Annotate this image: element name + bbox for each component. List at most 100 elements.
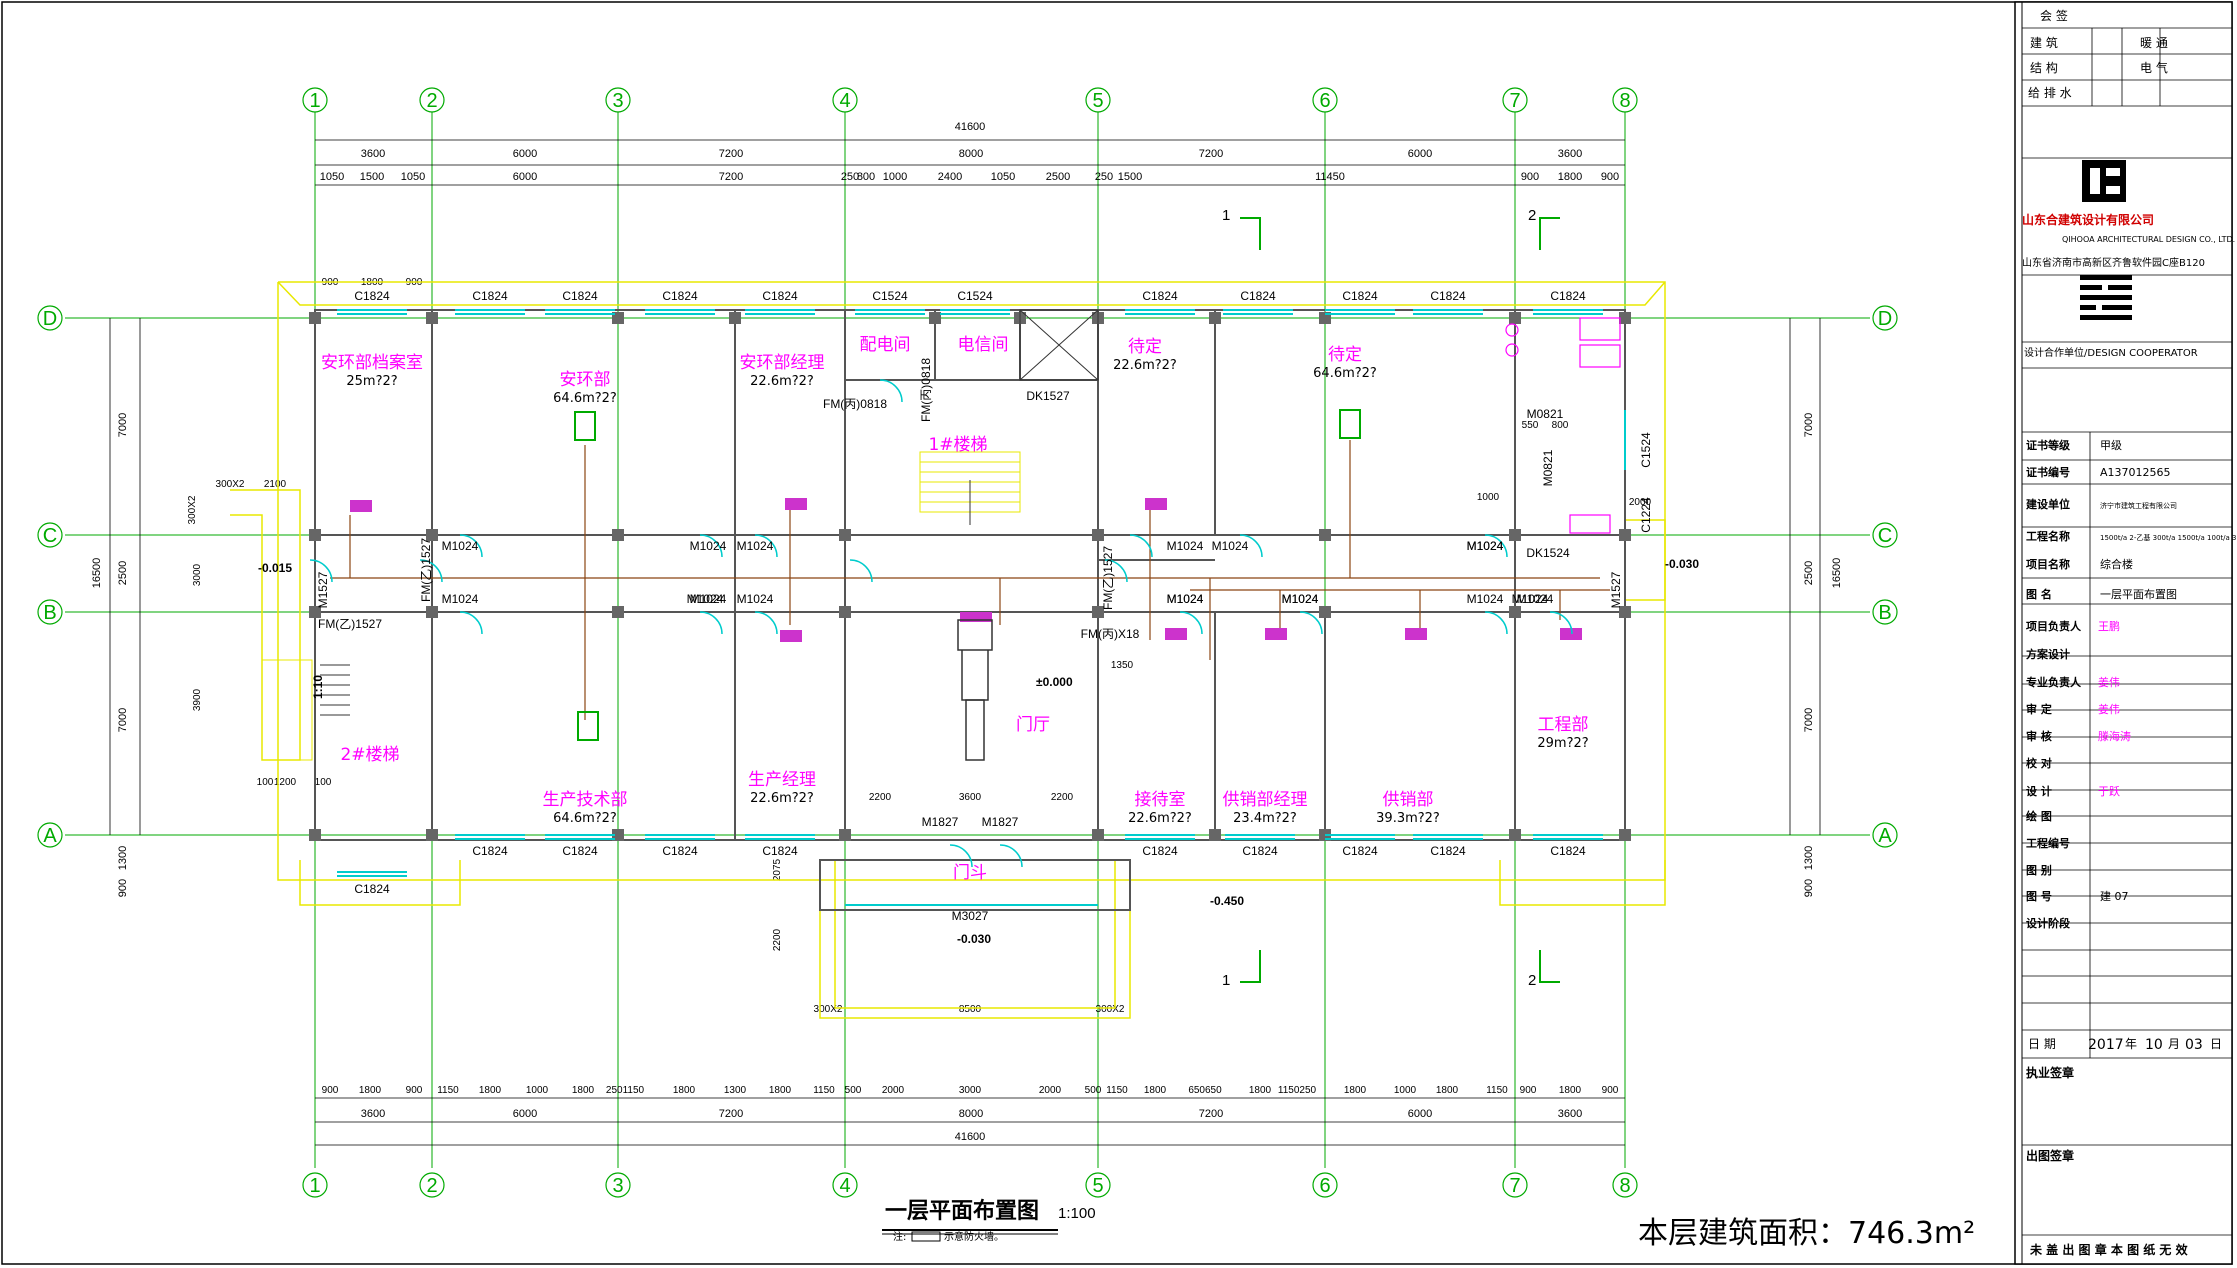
dim-top-total: 41600 — [955, 121, 986, 133]
dim-top-sub: 800 — [857, 171, 875, 183]
room-name: 生产技术部 — [543, 790, 628, 810]
door-swing — [699, 611, 723, 635]
window-label: C1824 — [1430, 844, 1466, 858]
grid-row-label: D — [43, 308, 57, 330]
dim-bottom-sub: 1800 — [769, 1085, 792, 1096]
grid-bubble — [605, 1172, 631, 1198]
window-label: C1824 — [1550, 844, 1586, 858]
grid-bubble — [1872, 305, 1898, 331]
tb-field-label: 图 别 — [2026, 863, 2052, 877]
column — [1619, 312, 1631, 324]
tb-field-value: 甲级 — [2100, 439, 2122, 452]
dim-right-side: 900 — [1803, 879, 1815, 897]
door-label: M0821 — [1527, 407, 1564, 421]
structural-columns — [309, 312, 1631, 841]
door-label: M1024 — [737, 592, 774, 606]
room-area: 22.6m?2? — [1128, 811, 1192, 826]
window-label: C1824 — [472, 844, 508, 858]
dim-misc: 3000 — [192, 563, 203, 586]
pipe-lines — [330, 440, 1610, 720]
door-label: C1224 — [1639, 497, 1653, 533]
dim-misc: 1000 — [1477, 492, 1500, 503]
window-label: C1824 — [662, 289, 698, 303]
tb-field-value: 滕海涛 — [2098, 729, 2131, 743]
dim-bottom-sub: 900 — [1520, 1085, 1537, 1096]
dim-top-sub: 6000 — [513, 171, 537, 183]
tb-field-label: 方案设计 — [2026, 647, 2070, 661]
window-label: C1524 — [872, 289, 908, 303]
tb-date-day: 03 — [2185, 1037, 2203, 1053]
column — [839, 606, 851, 618]
room-area: 64.6m?2? — [1313, 366, 1377, 381]
window-label: C1824 — [1342, 289, 1378, 303]
tb-field-label: 校 对 — [2026, 756, 2052, 770]
door-label: FM(丙)0818 — [823, 397, 887, 411]
door-swing — [1484, 534, 1508, 558]
door-label: FM(丙)0818 — [919, 358, 933, 422]
dim-right-side: 7000 — [1803, 708, 1815, 732]
tb-field-label: 图 名 — [2026, 587, 2052, 601]
tb-field-label: 工程名称 — [2026, 529, 2070, 543]
tb-field-label: 专业负责人 — [2026, 675, 2082, 689]
grid-column-label: 6 — [1319, 90, 1330, 112]
drawing-scale: 1:100 — [1058, 1205, 1096, 1222]
dim-left-side: 16500 — [91, 558, 103, 589]
tb-company-en: QIHOOA ARCHITECTURAL DESIGN CO., LTD. — [2062, 235, 2235, 244]
dim-top-sub: 1050 — [320, 171, 344, 183]
dim-bottom-sub: 900 — [322, 1085, 339, 1096]
dim-entrance: 2075 — [772, 858, 783, 881]
column — [612, 529, 624, 541]
door-swing — [999, 844, 1023, 868]
window-label: C1824 — [762, 289, 798, 303]
drawing-note-prefix: 注: — [893, 1230, 906, 1243]
door-label: M1024 — [1467, 592, 1504, 606]
room-name: 工程部 — [1538, 715, 1589, 735]
tb-seal-label: 执业签章 — [2026, 1065, 2074, 1080]
door-label: DK1527 — [1026, 389, 1070, 403]
column — [309, 606, 321, 618]
grid-column-label: 8 — [1619, 1175, 1630, 1197]
level-label: ±0.000 — [1036, 675, 1073, 689]
dim-bottom-bay: 6000 — [513, 1108, 537, 1120]
grid-column-label: 4 — [839, 1175, 850, 1197]
dim-bottom-sub: 500 — [845, 1085, 862, 1096]
dim-bottom-sub: 1300 — [724, 1085, 747, 1096]
dim-bottom-sub: 1000 — [526, 1085, 549, 1096]
door-swing — [1239, 534, 1263, 558]
dim-top-bay: 3600 — [1558, 148, 1582, 160]
room-name: 门斗 — [953, 863, 987, 883]
door-label: M1024 — [1517, 592, 1554, 606]
section-marker-label: 2 — [1528, 972, 1536, 989]
dim-top-sub: 1050 — [991, 171, 1015, 183]
floor-area-label: 本层建筑面积：746.3m² — [1638, 1216, 1975, 1251]
room-name: 生产经理 — [748, 770, 816, 790]
column — [1319, 606, 1331, 618]
tb-disc-elec: 电 气 — [2140, 60, 2168, 75]
dim-misc: 2000 — [1629, 497, 1652, 508]
room-name: 电信间 — [958, 335, 1009, 355]
door-label: M1024 — [690, 592, 727, 606]
window-label: C1824 — [354, 882, 390, 896]
room-name: 接待室 — [1135, 790, 1186, 810]
dim-bottom-sub: 1800 — [673, 1085, 696, 1096]
grid-bubble — [37, 599, 63, 625]
dimension-lines — [109, 139, 1821, 1146]
dim-bottom-sub: 2000 — [1039, 1085, 1062, 1096]
grid-bubble — [419, 1172, 445, 1198]
column — [1209, 829, 1221, 841]
window-label: C1824 — [1240, 289, 1276, 303]
door-label: M1024 — [690, 539, 727, 553]
door-label: M1024 — [1282, 592, 1319, 606]
window-label: C1824 — [1142, 844, 1178, 858]
tb-field-value: 姜伟 — [2098, 702, 2120, 716]
tb-footer: 未 盖 出 图 章 本 图 纸 无 效 — [2029, 1242, 2189, 1257]
grid-bubble — [419, 87, 445, 113]
room-area: 23.4m?2? — [1233, 811, 1297, 826]
dim-left-side: 1300 — [117, 846, 129, 870]
column — [1509, 606, 1521, 618]
column — [839, 829, 851, 841]
column — [729, 312, 741, 324]
door-label: FM(丙)X18 — [1081, 627, 1140, 641]
ac-units-green — [574, 409, 1361, 741]
door-swing — [309, 559, 333, 583]
